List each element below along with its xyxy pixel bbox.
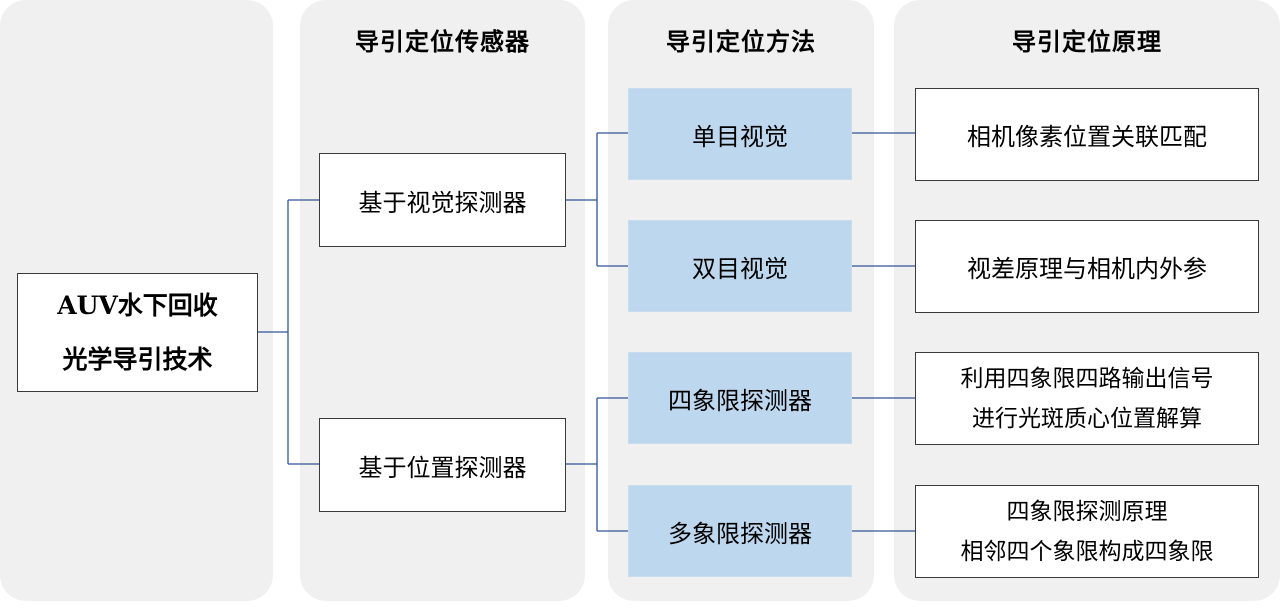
- quad-principle-node: 利用四象限四路输出信号 进行光斑质心位置解算: [915, 352, 1259, 445]
- multi-principle-line-1: 四象限探测原理: [1006, 498, 1168, 525]
- vision-sensor-node: 基于视觉探测器: [319, 153, 566, 247]
- root-line-1: AUV水下回收: [57, 290, 218, 320]
- multi-principle-node: 四象限探测原理 相邻四个象限构成四象限: [915, 485, 1259, 578]
- stereo-vision-node: 双目视觉: [628, 220, 852, 312]
- mono-vision-node: 单目视觉: [628, 88, 852, 180]
- method-column-title: 导引定位方法: [666, 28, 816, 56]
- stereo-principle-node: 视差原理与相机内外参: [915, 220, 1259, 313]
- mono-principle-node: 相机像素位置关联匹配: [915, 88, 1259, 181]
- quad-principle-line-1: 利用四象限四路输出信号: [960, 365, 1214, 392]
- multi-quadrant-detector-node: 多象限探测器: [628, 485, 852, 577]
- sensor-column-title: 导引定位传感器: [355, 28, 530, 56]
- multi-principle-line-2: 相邻四个象限构成四象限: [960, 538, 1214, 565]
- root-node: AUV水下回收 光学导引技术: [17, 273, 258, 392]
- principle-column-title: 导引定位原理: [1012, 28, 1162, 56]
- quad-principle-line-2: 进行光斑质心位置解算: [972, 405, 1202, 432]
- quadrant-detector-node: 四象限探测器: [628, 352, 852, 444]
- position-sensor-node: 基于位置探测器: [319, 418, 566, 512]
- root-line-2: 光学导引技术: [62, 344, 213, 374]
